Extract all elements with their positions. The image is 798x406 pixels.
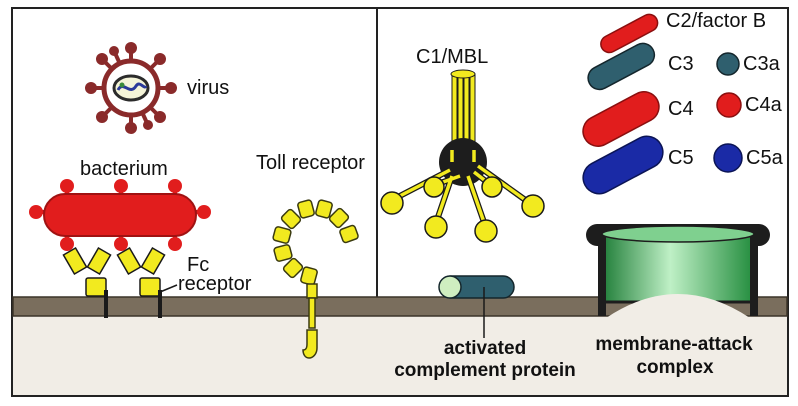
membrane-attack-label: membrane-attack — [585, 335, 763, 356]
activated-label: activated — [430, 339, 540, 360]
legend-c4a: C4a — [745, 94, 782, 116]
legend-c3: C3 — [668, 53, 694, 75]
bacterium-label: bacterium — [80, 158, 168, 180]
legend-c4: C4 — [668, 98, 694, 120]
legend-c5a: C5a — [746, 147, 783, 169]
complex-label: complex — [620, 358, 730, 379]
virus-label: virus — [187, 77, 229, 99]
c1-mbl-label: C1/MBL — [416, 46, 488, 68]
legend-c3a: C3a — [743, 53, 780, 75]
virus-icon — [85, 42, 177, 134]
receptor-label: receptor — [178, 273, 251, 295]
toll-receptor-label: Toll receptor — [256, 152, 365, 174]
legend-c5: C5 — [668, 147, 694, 169]
legend-c2-factor-b: C2/factor B — [666, 10, 766, 32]
complement-protein-label: complement protein — [387, 361, 583, 382]
